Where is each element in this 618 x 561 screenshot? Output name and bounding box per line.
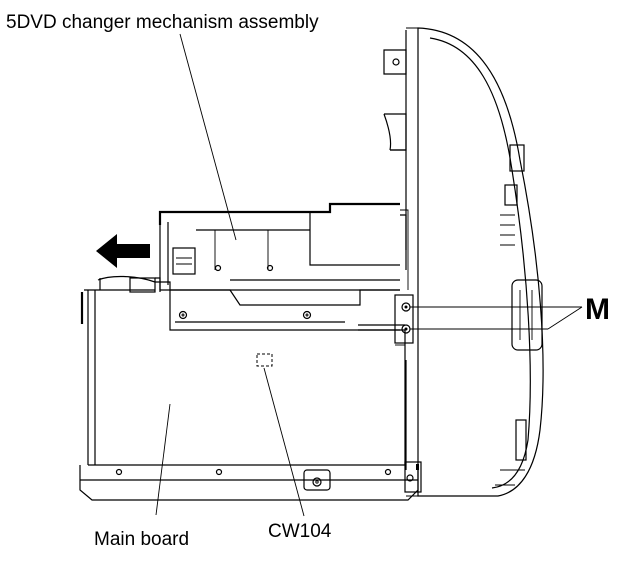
label-cw104: CW104	[268, 521, 332, 542]
connector-cw104-marker	[256, 353, 273, 367]
leader-lines	[155, 33, 583, 517]
screw-m-upper	[401, 302, 411, 312]
changer-mechanism	[158, 202, 409, 291]
screw-m-lower	[401, 324, 411, 334]
label-changer-mechanism: 5DVD changer mechanism assembly	[6, 12, 319, 33]
base-plate	[79, 461, 422, 501]
arrow-left-icon	[96, 234, 150, 268]
label-screw-m: M	[585, 293, 610, 326]
main-board-housing	[80, 275, 406, 466]
chassis-plate	[155, 281, 414, 344]
label-main-board: Main board	[94, 529, 189, 550]
